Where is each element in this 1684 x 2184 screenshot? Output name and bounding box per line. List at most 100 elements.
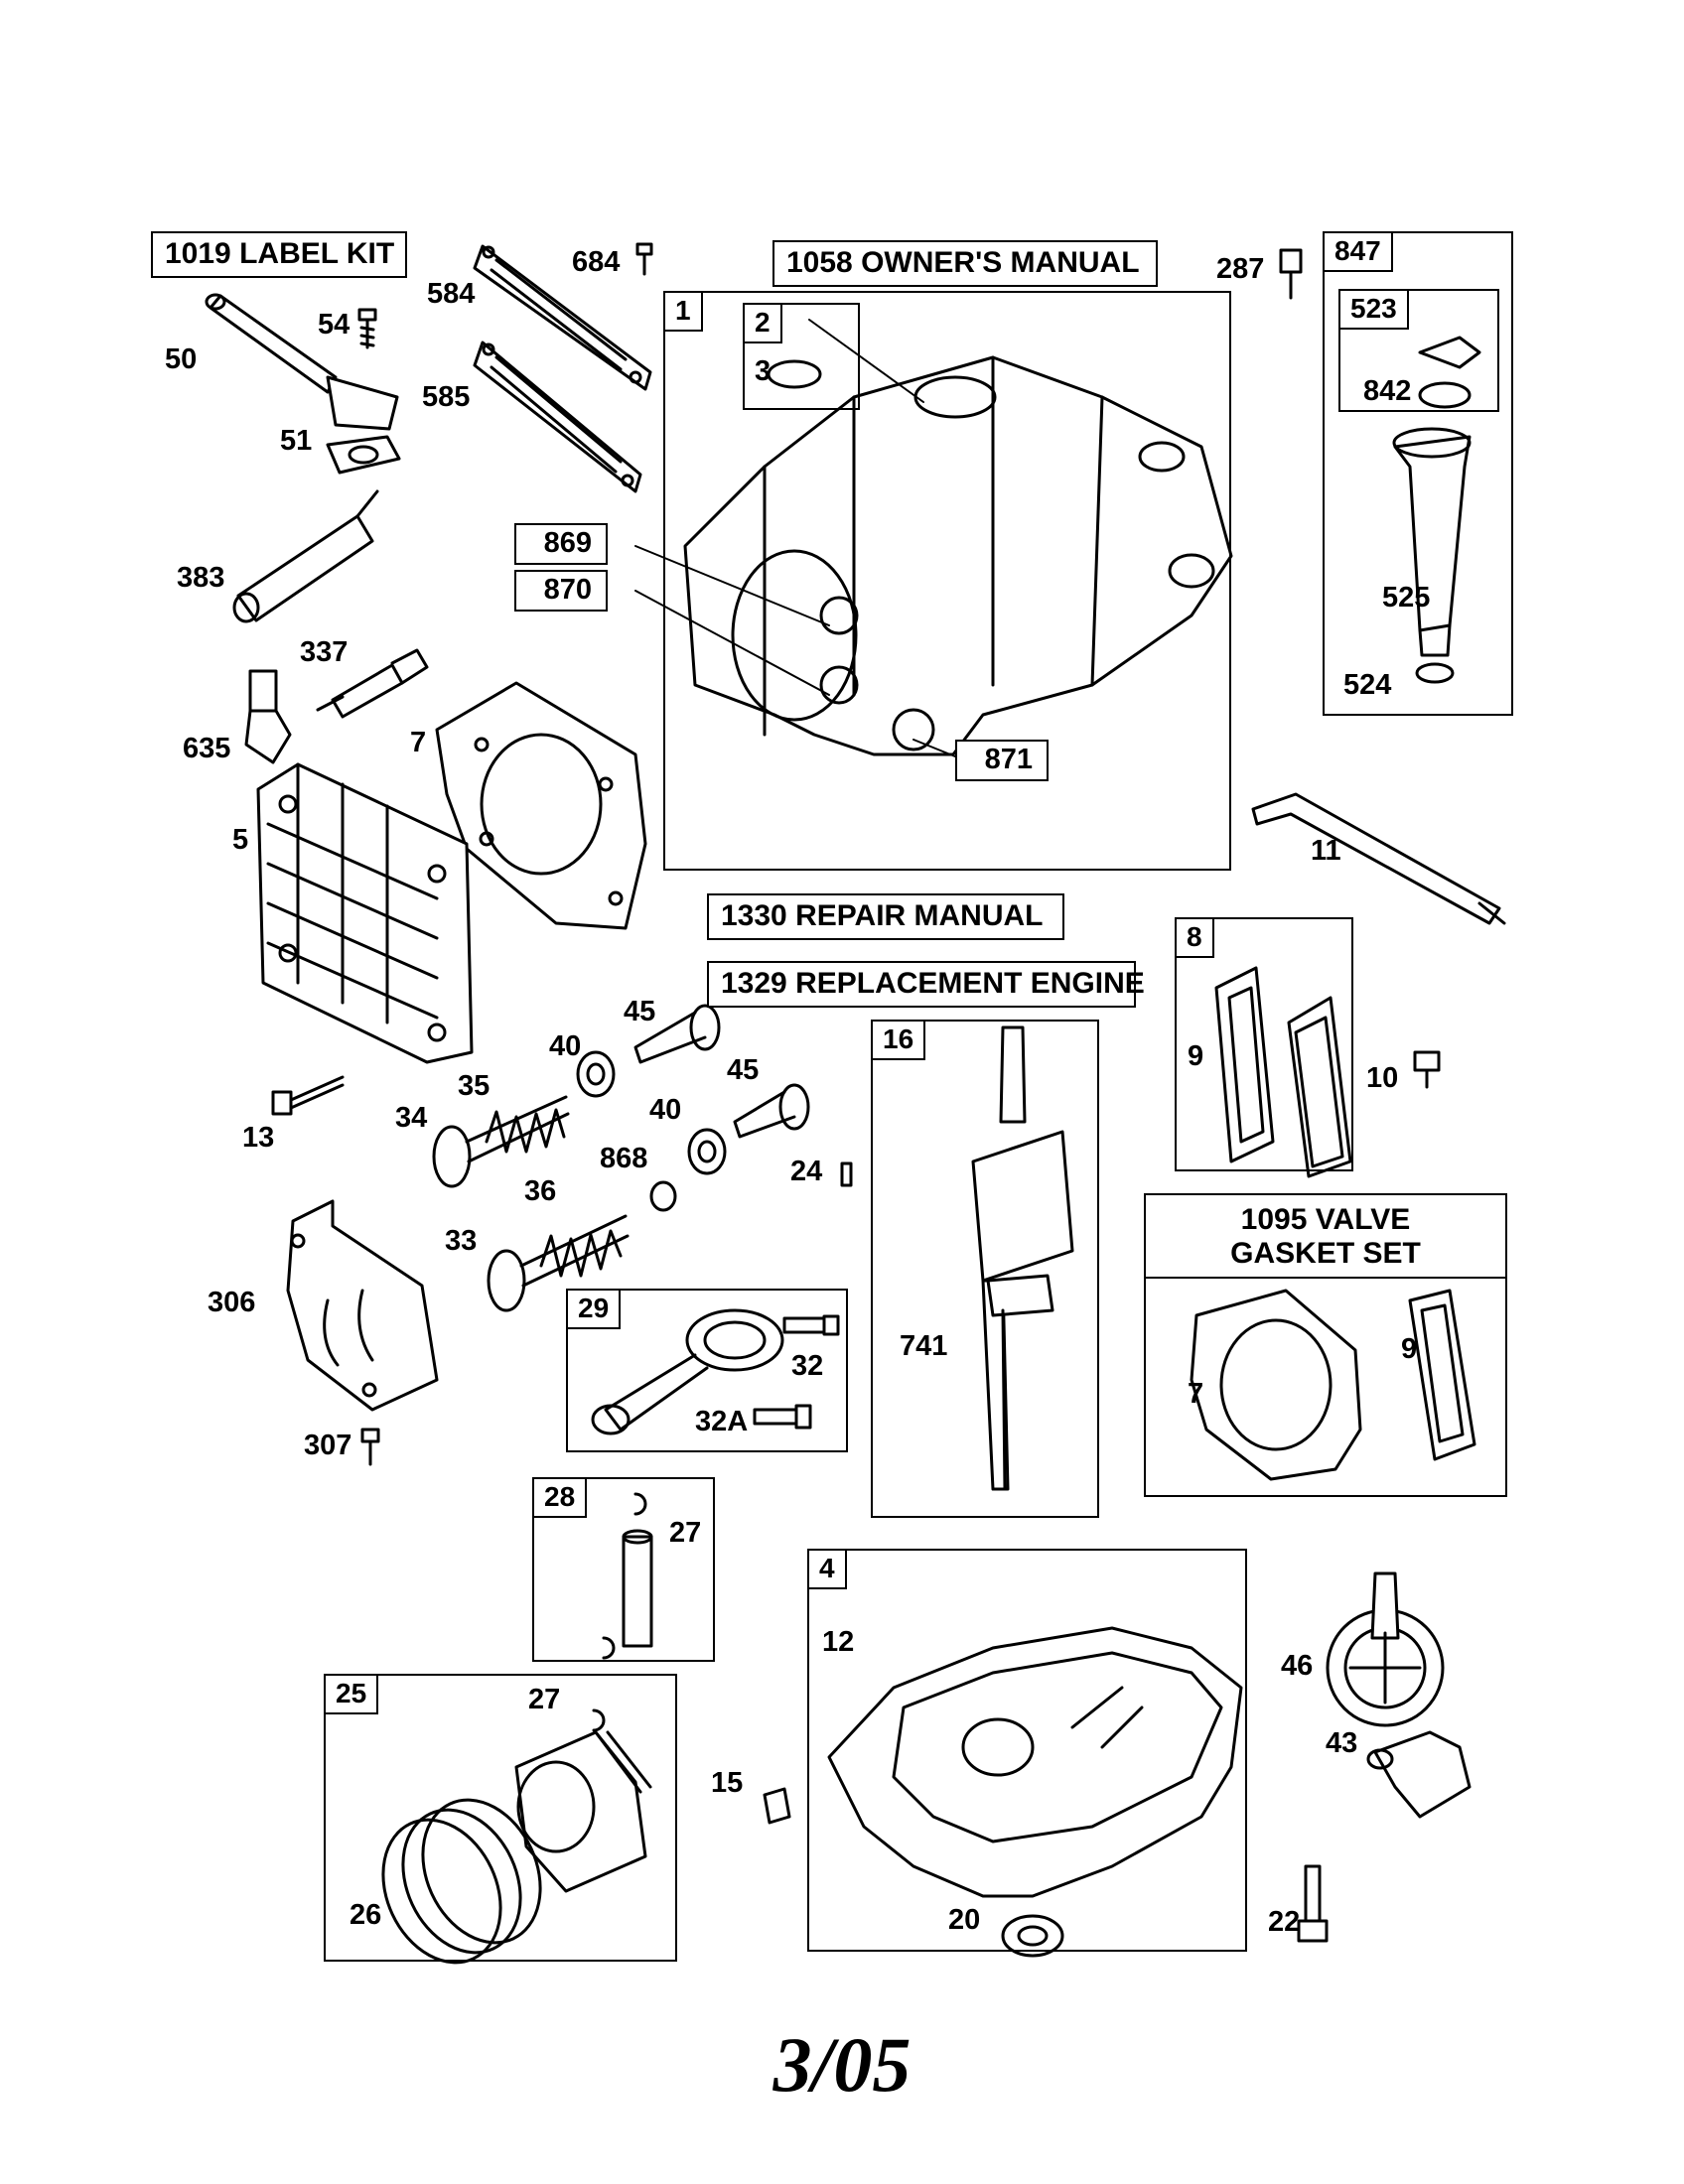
label-32: 32 [791,1350,824,1382]
part-40-retainer-b [687,1128,727,1175]
part-25-piston [514,1730,652,1893]
part-40-retainer-a [576,1050,616,1098]
label-3: 3 [755,355,772,387]
label-24: 24 [790,1156,823,1187]
label-524: 524 [1343,669,1392,701]
label-40-b: 40 [649,1094,682,1126]
part-28-piston-pin [622,1529,653,1648]
callout-871: 871 [955,740,1049,781]
part-684-screw [635,242,653,276]
part-525-dipstick-tube [1392,427,1472,657]
part-43-governor [1366,1730,1472,1819]
part-307-screw [360,1428,380,1466]
part-35-spring [485,1108,566,1154]
box-29-tag: 29 [568,1291,622,1329]
box-25-tag: 25 [326,1676,379,1714]
box-2-seal-kit: 2 [743,303,860,410]
label-34: 34 [395,1102,428,1134]
label-9-breather: 9 [1188,1040,1204,1072]
note-repair-manual: 1330 REPAIR MANUAL [707,893,1064,940]
part-45-exhaust-valve [733,1083,810,1139]
note-label-kit: 1019 LABEL KIT [151,231,407,278]
part-4-sump [827,1626,1243,1898]
box-1-tag: 1 [665,293,703,332]
part-27-clip-c [592,1708,606,1732]
label-22: 22 [1268,1906,1301,1938]
part-337-spark-plug [316,648,429,719]
part-3-seal [767,359,822,389]
part-54-screw [357,308,377,349]
part-7-head-gasket [435,681,647,930]
part-9-breather-gasket [1214,966,1275,1163]
box-847-tag: 847 [1325,233,1393,272]
part-741-crankshaft [971,1025,1074,1491]
label-50: 50 [165,343,198,375]
part-9-gasket-set [1408,1289,1476,1461]
box-16-tag: 16 [873,1022,926,1060]
part-20-oil-seal [1001,1914,1064,1958]
leader-lines [634,319,956,1694]
label-383: 383 [177,562,225,594]
part-36-spring [539,1229,623,1278]
label-5: 5 [232,824,249,856]
part-5-cylinder-head [256,762,474,1064]
label-35: 35 [458,1070,491,1102]
label-27-a: 27 [669,1517,702,1549]
part-8-breather-cover [1287,996,1352,1178]
box-523-tag: 523 [1340,291,1409,330]
box-1-engine-block: 1 2 [663,291,1231,871]
label-287: 287 [1216,253,1265,285]
label-585: 585 [422,381,471,413]
part-635-boot [244,669,292,764]
box-29-connecting-rod: 29 [566,1289,848,1452]
part-46-cam-gear [1326,1571,1445,1727]
box-847-dipstick-kit: 847 523 [1323,231,1513,716]
part-24-pin [840,1161,853,1187]
part-27-clip-a [633,1492,647,1516]
label-46: 46 [1281,1650,1314,1682]
label-7-head-gasket: 7 [410,727,427,758]
note-replacement-engine: 1329 REPLACEMENT ENGINE [707,961,1145,1008]
note-valve-gasket-set: 1095 VALVE GASKET SET [1146,1195,1505,1279]
part-584-gasket [473,244,652,391]
label-40-a: 40 [549,1030,582,1062]
part-15-plug [763,1787,791,1825]
callout-869: 869 [514,523,608,565]
part-51-gasket [326,435,401,475]
box-523-cap-kit: 523 [1338,289,1499,412]
label-525: 525 [1382,582,1431,614]
label-32a: 32A [695,1406,749,1437]
box-28-piston-pin: 28 [532,1477,715,1662]
label-13: 13 [242,1122,275,1154]
label-306: 306 [208,1287,256,1318]
part-523-cap [1418,336,1481,369]
label-584: 584 [427,278,476,310]
label-27-b: 27 [528,1684,561,1715]
box-25-piston: 25 [324,1674,677,1962]
part-524-oring [1415,662,1455,684]
part-11-dipstick [1251,792,1506,925]
box-2-tag: 2 [745,305,782,343]
part-10-screw [1413,1050,1441,1089]
part-32a-bolt [753,1404,812,1430]
label-307: 307 [304,1430,352,1461]
label-7-gasket-set: 7 [1188,1378,1204,1410]
label-45-a: 45 [624,996,656,1027]
label-868: 868 [600,1143,648,1174]
box-28-tag: 28 [534,1479,588,1518]
part-868-seal [649,1180,677,1212]
label-15: 15 [711,1767,744,1799]
part-32-bolt [782,1314,840,1336]
note-owners-manual: 1058 OWNER'S MANUAL [772,240,1158,287]
label-51: 51 [280,425,313,457]
box-8-breather: 8 [1175,917,1353,1171]
box-8-tag: 8 [1177,919,1214,958]
label-741: 741 [900,1330,948,1362]
label-26: 26 [350,1899,382,1931]
label-10: 10 [1366,1062,1399,1094]
part-45-intake-valve [633,1004,721,1064]
part-7-gasket-set [1190,1289,1362,1481]
part-585-gasket [473,341,642,493]
part-842-oring [1418,381,1472,409]
part-27-clip-b [602,1636,616,1660]
